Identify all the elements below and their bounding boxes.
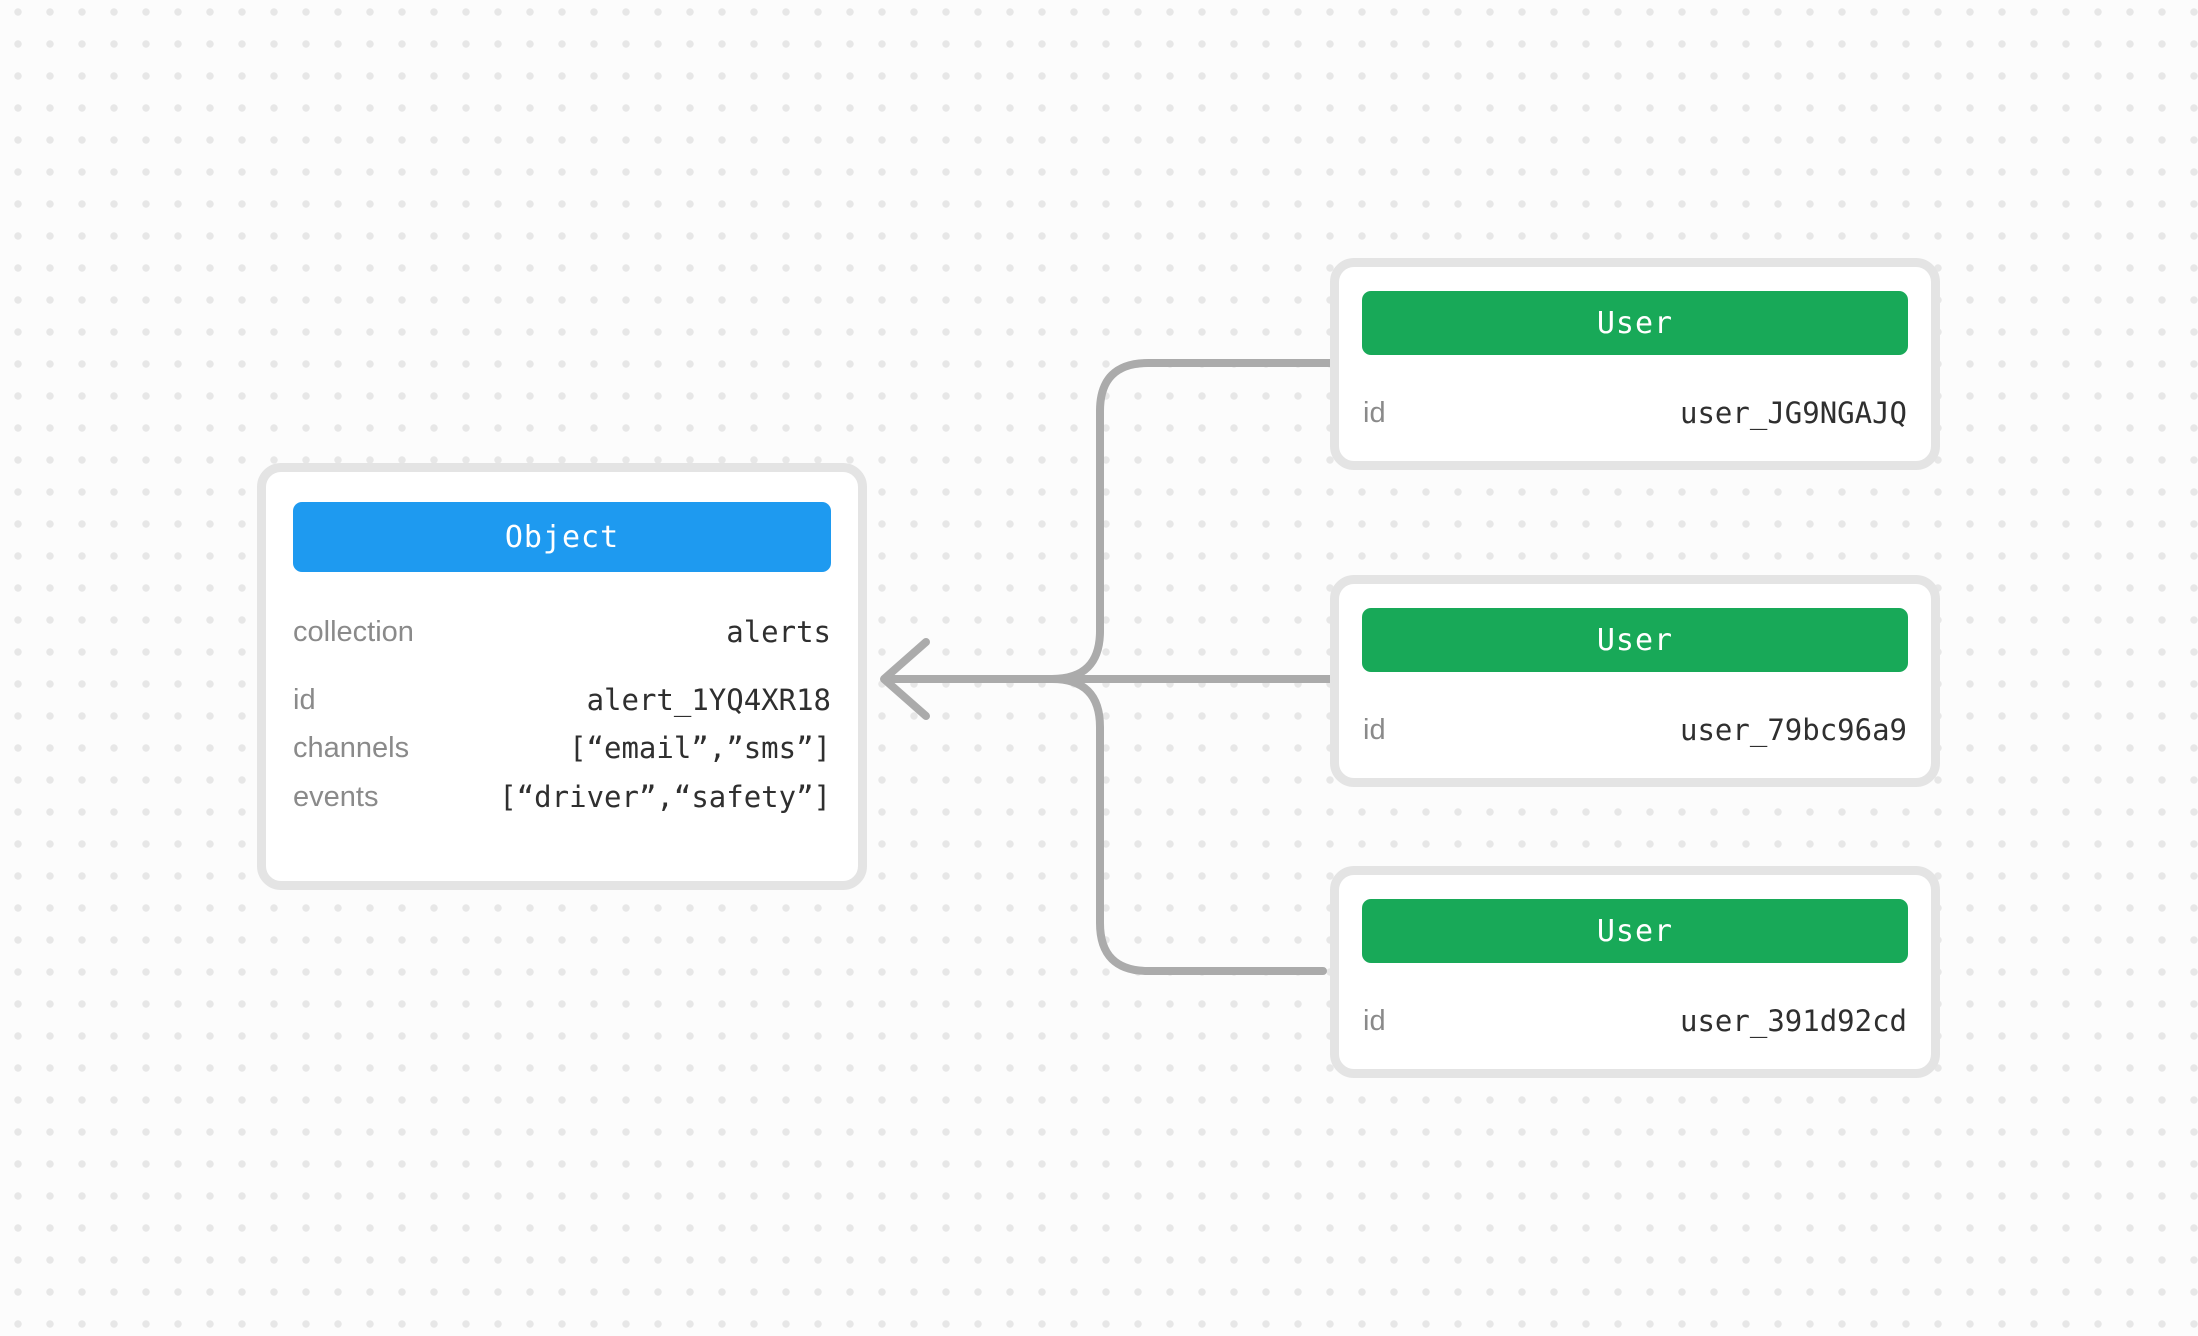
object-field-channels: channels [“email”,”sms”] (293, 730, 831, 766)
object-card-header: Object (293, 502, 831, 572)
field-value: [“driver”,“safety”] (499, 780, 831, 814)
field-value: [“email”,”sms”] (569, 731, 831, 765)
user-card-3[interactable]: User id user_391d92cd (1330, 866, 1940, 1078)
user-card-header: User (1362, 608, 1908, 672)
object-card[interactable]: Object collection alerts id alert_1YQ4XR… (257, 463, 867, 890)
connector-user1-to-object (1048, 359, 1337, 683)
user-card-header: User (1362, 899, 1908, 963)
field-value: user_79bc96a9 (1680, 713, 1907, 747)
field-label: id (1363, 713, 1386, 746)
field-label: collection (293, 615, 414, 648)
field-label: events (293, 780, 379, 813)
object-field-id: id alert_1YQ4XR18 (293, 682, 831, 718)
user-card-1[interactable]: User id user_JG9NGAJQ (1330, 258, 1940, 470)
object-field-events: events [“driver”,“safety”] (293, 779, 831, 815)
field-label: channels (293, 731, 410, 764)
object-field-collection: collection alerts (293, 614, 831, 650)
field-value: alerts (726, 615, 831, 649)
user-card-title: User (1596, 622, 1674, 658)
field-value: alert_1YQ4XR18 (586, 683, 831, 717)
user-card-header: User (1362, 291, 1908, 355)
user-field-id: id user_JG9NGAJQ (1363, 395, 1907, 431)
user-card-2[interactable]: User id user_79bc96a9 (1330, 575, 1940, 787)
connector-user3-to-object (1048, 675, 1327, 975)
field-label: id (1363, 396, 1386, 429)
field-value: user_JG9NGAJQ (1680, 396, 1907, 430)
arrowhead-icon (880, 638, 930, 720)
user-card-title: User (1596, 305, 1674, 341)
field-label: id (293, 683, 316, 716)
object-card-title: Object (504, 519, 620, 555)
user-field-id: id user_79bc96a9 (1363, 712, 1907, 748)
user-card-title: User (1596, 913, 1674, 949)
field-label: id (1363, 1004, 1386, 1037)
field-value: user_391d92cd (1680, 1004, 1907, 1038)
user-field-id: id user_391d92cd (1363, 1003, 1907, 1039)
